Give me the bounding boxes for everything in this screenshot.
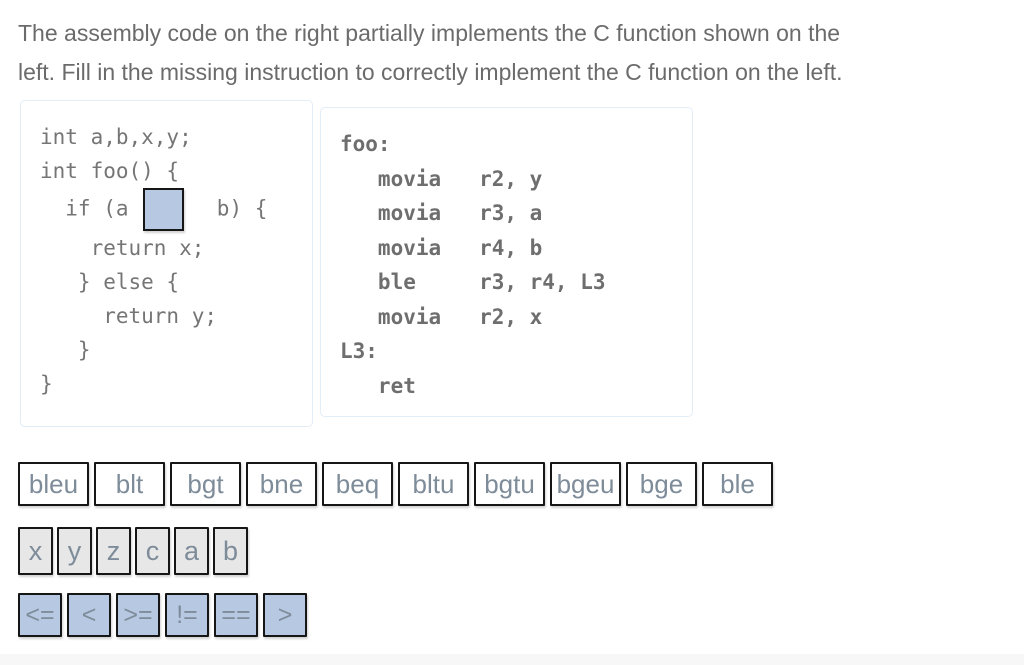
c-code: int a,b,x,y; int foo() { if (a b) { retu…	[40, 120, 312, 401]
page-footer-strip	[0, 654, 1024, 665]
branch-tile[interactable]: bgt	[170, 462, 241, 506]
exercise-page: The assembly code on the right partially…	[18, 14, 1024, 637]
asm-code-line: foo:	[340, 132, 391, 156]
branch-tile[interactable]: bne	[246, 462, 317, 506]
c-code-if-after: b) {	[191, 196, 268, 221]
asm-code-line: movia r2, y	[340, 166, 543, 191]
operator-tile[interactable]: >=	[116, 593, 160, 637]
code-panels: int a,b,x,y; int foo() { if (a b) { retu…	[20, 100, 1024, 427]
branch-tile[interactable]: bgtu	[474, 462, 545, 506]
branch-tile[interactable]: bgeu	[550, 462, 621, 506]
asm-code-line: L3:	[340, 339, 378, 363]
c-code-line: return x;	[40, 236, 205, 260]
branch-instruction-tiles: bleu blt bgt bne beq bltu bgtu bgeu bge …	[18, 462, 1024, 506]
instructions-line-2: left. Fill in the missing instruction to…	[18, 59, 843, 85]
c-code-line: int a,b,x,y;	[40, 125, 192, 149]
operator-tile[interactable]: !=	[165, 593, 209, 637]
variable-tile[interactable]: y	[57, 527, 92, 575]
c-code-panel: int a,b,x,y; int foo() { if (a b) { retu…	[20, 100, 313, 427]
asm-code-line: ret	[340, 373, 416, 398]
variable-tile[interactable]: b	[213, 527, 248, 575]
operator-tile[interactable]: ==	[214, 593, 258, 637]
branch-tile[interactable]: beq	[322, 462, 393, 506]
branch-tile[interactable]: bltu	[398, 462, 469, 506]
assembly-panel: foo: movia r2, y movia r3, a movia r4, b…	[320, 107, 693, 417]
c-code-line: int foo() {	[40, 159, 180, 183]
instructions: The assembly code on the right partially…	[18, 14, 1008, 92]
branch-tile[interactable]: blt	[94, 462, 165, 506]
c-code-line: }	[40, 372, 53, 396]
c-code-line: } else {	[40, 270, 180, 294]
branch-tile[interactable]: bge	[626, 462, 697, 506]
variable-tile[interactable]: a	[174, 527, 209, 575]
branch-tile[interactable]: bleu	[18, 462, 89, 506]
operator-tile[interactable]: <	[67, 593, 111, 637]
asm-code-line: movia r2, x	[340, 304, 543, 329]
c-code-if-line: if (a b) {	[40, 188, 312, 231]
asm-code-line: movia r3, a	[340, 201, 543, 225]
assembly-code: foo: movia r2, y movia r3, a movia r4, b…	[340, 127, 692, 403]
variable-tiles: x y z c a b	[18, 527, 1024, 575]
branch-tile[interactable]: ble	[702, 462, 773, 506]
instructions-line-1: The assembly code on the right partially…	[18, 20, 841, 46]
c-code-if-before: if (a	[40, 196, 129, 221]
operator-tile[interactable]: <=	[18, 593, 62, 637]
variable-tile[interactable]: z	[96, 527, 131, 575]
c-code-line: return y;	[40, 304, 218, 328]
variable-tile[interactable]: x	[18, 527, 53, 575]
operator-tiles: <= < >= != == >	[18, 593, 1024, 637]
c-code-line: }	[40, 338, 91, 362]
variable-tile[interactable]: c	[135, 527, 170, 575]
asm-code-line: movia r4, b	[340, 235, 543, 260]
asm-code-line: ble r3, r4, L3	[340, 270, 606, 294]
operator-tile[interactable]: >	[263, 593, 307, 637]
operator-drop-slot[interactable]	[142, 188, 184, 231]
